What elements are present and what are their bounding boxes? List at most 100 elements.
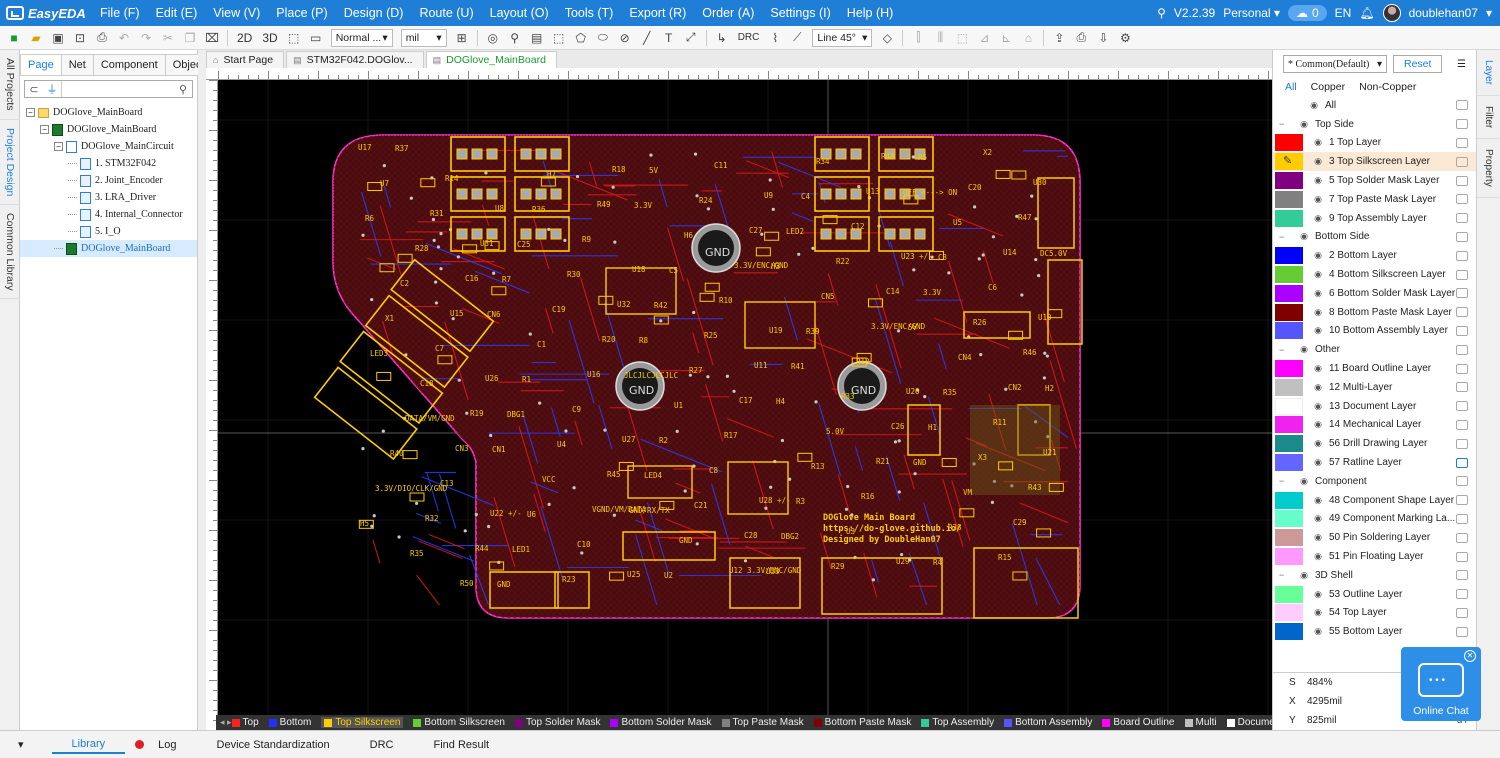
eye-icon[interactable]: ◉ [1314, 588, 1322, 599]
layer-color-swatch[interactable] [1275, 529, 1303, 547]
layer-tab[interactable]: Document [1226, 717, 1272, 728]
clear-icon[interactable]: ⌧ [205, 30, 219, 45]
tab-property[interactable]: Property [1477, 139, 1500, 199]
menu-design[interactable]: Design (D) [343, 6, 404, 20]
eye-icon[interactable]: ◉ [1310, 99, 1318, 110]
bottom-tab-find-result[interactable]: Find Result [413, 736, 509, 754]
collapse-icon[interactable]: − [1279, 344, 1285, 355]
layer-tab[interactable]: Bottom Solder Mask [610, 717, 712, 728]
layer-settings-icon[interactable]: ☰ [1457, 58, 1466, 70]
menu-export[interactable]: Export (R) [629, 6, 687, 20]
layer-tab[interactable]: Multi [1184, 717, 1217, 728]
filter-icon[interactable]: ⏚ [46, 84, 58, 96]
layer-tab[interactable]: Top Silkscreen [321, 717, 404, 728]
component-icon[interactable]: ▤ [531, 30, 543, 45]
layer-row[interactable]: ✎◉3 Top Silkscreen Layer [1273, 152, 1476, 172]
tree-item[interactable]: −DOGlove_MainBoard [20, 104, 197, 121]
lock-icon[interactable] [1456, 532, 1468, 543]
lock-icon[interactable] [1456, 100, 1468, 111]
bottom-tab-log[interactable]: Log [125, 736, 196, 754]
lock-icon[interactable] [1456, 250, 1468, 261]
panel-toggle-icon[interactable]: ▾ [18, 739, 24, 751]
eye-icon[interactable]: ◉ [1314, 438, 1322, 449]
new-icon[interactable]: ■ [10, 30, 18, 45]
preview-icon[interactable]: ▭ [310, 30, 322, 45]
open-folder-icon[interactable]: ▰ [31, 30, 41, 45]
eye-icon[interactable]: ◉ [1314, 325, 1322, 336]
layer-tab[interactable]: Board Outline [1102, 717, 1175, 728]
route-icon[interactable]: ↳ [716, 30, 727, 45]
doc-tab[interactable]: ▤DOGlove_MainBoard [425, 51, 557, 68]
panel-splitter[interactable] [198, 50, 206, 730]
eye-icon[interactable]: ◉ [1314, 269, 1322, 280]
track-icon[interactable]: ⟋ [793, 30, 802, 44]
layer-row[interactable]: ◉53 Outline Layer [1273, 585, 1476, 604]
eye-icon[interactable]: ◉ [1314, 551, 1322, 562]
layer-row[interactable]: ◉All [1273, 96, 1476, 115]
close-icon[interactable]: ✕ [1464, 650, 1476, 662]
doc-tab[interactable]: ⌂Start Page [206, 51, 285, 68]
select-area-icon[interactable]: ⬚ [288, 30, 300, 45]
eye-icon[interactable]: ◉ [1314, 250, 1322, 261]
tree-item[interactable]: 1. STM32F042 [20, 155, 197, 172]
menu-edit[interactable]: Edit (E) [155, 6, 198, 20]
lock-icon[interactable] [1456, 137, 1468, 148]
line-icon[interactable]: ╱ [643, 30, 651, 45]
layer-row[interactable]: ◉51 Pin Floating Layer [1273, 547, 1476, 566]
bottom-tab-drc[interactable]: DRC [350, 736, 414, 754]
layer-tab[interactable]: Bottom Silkscreen [413, 717, 505, 728]
lock-icon[interactable] [1456, 231, 1468, 242]
bell-icon[interactable]: 🔔︎ [1359, 6, 1375, 20]
eye-icon[interactable]: ◉ [1314, 363, 1322, 374]
layer-color-swatch[interactable] [1275, 510, 1303, 528]
distribute-icon[interactable]: ⫼ [937, 30, 944, 44]
tree-item[interactable]: 2. Joint_Encoder [20, 172, 197, 189]
lock-icon[interactable] [1456, 570, 1468, 581]
layer-row[interactable]: ◉5 Top Solder Mask Layer [1273, 171, 1476, 190]
save-as-icon[interactable]: ⊡ [74, 30, 86, 45]
undo-icon[interactable]: ↶ [118, 30, 130, 45]
shape-icon[interactable]: ◇ [882, 30, 892, 45]
layer-color-swatch[interactable] [1275, 266, 1303, 284]
menu-tools[interactable]: Tools (T) [564, 6, 614, 20]
tab-layer[interactable]: Layer [1477, 50, 1500, 97]
print-icon[interactable]: ⎙ [97, 30, 107, 44]
filter-noncopper[interactable]: Non-Copper [1359, 81, 1417, 93]
lock-icon[interactable] [1456, 213, 1468, 224]
layer-row[interactable]: ◉9 Top Assembly Layer [1273, 209, 1476, 228]
lock-icon[interactable] [1456, 382, 1468, 393]
layer-color-swatch[interactable] [1275, 585, 1303, 603]
layer-tab[interactable]: Bottom Paste Mask [813, 717, 911, 728]
eye-icon[interactable]: ◉ [1314, 212, 1322, 223]
layer-row[interactable]: ◉57 Ratline Layer [1273, 453, 1476, 472]
search-icon[interactable]: ⚲ [178, 83, 188, 96]
mirror-icon[interactable]: ⊾ [1001, 30, 1012, 45]
layer-row[interactable]: ◉4 Bottom Silkscreen Layer [1273, 265, 1476, 284]
layer-color-swatch[interactable] [1275, 360, 1303, 378]
eye-icon[interactable]: ◉ [1314, 607, 1322, 618]
collapse-icon[interactable]: − [1279, 570, 1285, 581]
menu-file[interactable]: File (F) [100, 6, 140, 20]
layer-tab[interactable]: Top Paste Mask [721, 717, 804, 728]
reset-button[interactable]: Reset [1393, 55, 1443, 73]
layer-row[interactable]: −◉Component [1273, 472, 1476, 491]
line-mode-select[interactable]: Line 45°▾ [812, 28, 873, 47]
layer-row[interactable]: ◉48 Component Shape Layer [1273, 491, 1476, 510]
eye-icon[interactable]: ◉ [1300, 231, 1308, 242]
tab-project-design[interactable]: Project Design [0, 120, 20, 205]
layer-color-swatch[interactable] [1275, 284, 1303, 302]
menu-place[interactable]: Place (P) [276, 6, 328, 20]
search-mode-icon[interactable]: ⊂ [29, 83, 39, 96]
lock-icon[interactable] [1456, 457, 1468, 468]
layer-color-swatch[interactable] [1275, 322, 1303, 340]
tab-net[interactable]: Net [60, 54, 94, 75]
mode-select[interactable]: Normal ...▾ [330, 28, 393, 47]
cut-icon[interactable]: ✂ [162, 30, 174, 45]
copy-icon[interactable]: ❐ [184, 30, 196, 45]
avatar[interactable] [1382, 4, 1401, 22]
layer-color-swatch[interactable] [1275, 416, 1303, 434]
menu-layout[interactable]: Layout (O) [489, 6, 549, 20]
eye-icon[interactable]: ◉ [1314, 306, 1322, 317]
layer-color-swatch[interactable] [1275, 209, 1303, 227]
tab-component[interactable]: Component [92, 54, 166, 75]
